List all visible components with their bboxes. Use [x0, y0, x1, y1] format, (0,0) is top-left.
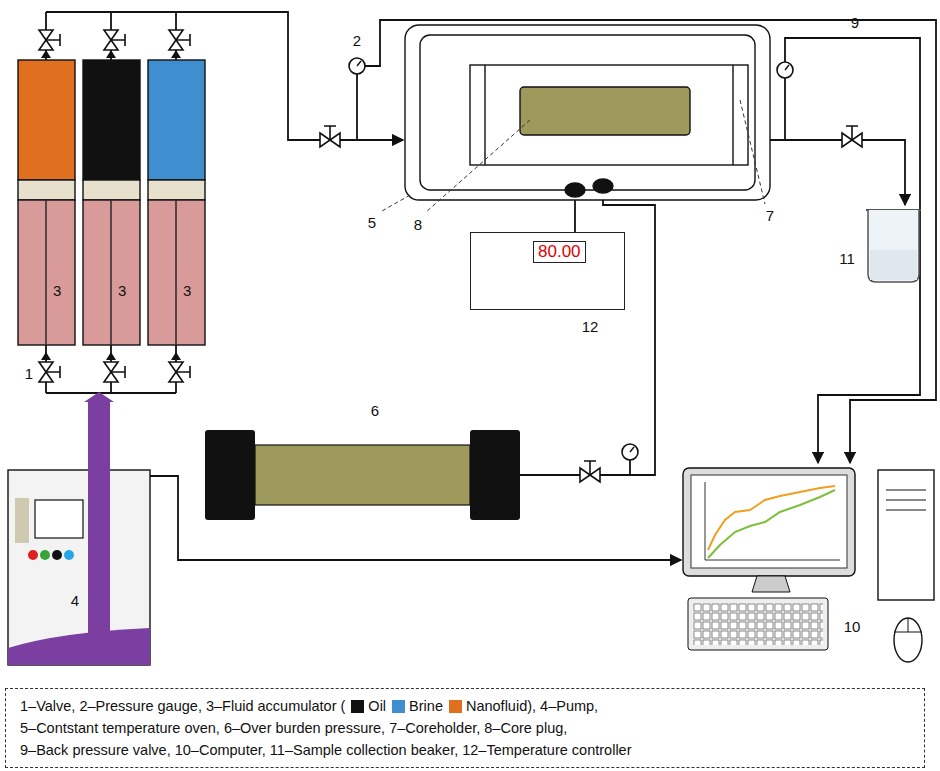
legend-swatch — [392, 700, 405, 713]
callout-number: 3 — [53, 282, 61, 299]
callout-number: 9 — [851, 14, 859, 31]
legend-text: Oil — [368, 695, 386, 717]
temperature-display: 80.00 — [533, 241, 586, 263]
computer — [683, 468, 934, 662]
callout-number: 11 — [839, 250, 855, 267]
callout-number: 8 — [414, 216, 422, 233]
overburden-cell — [205, 430, 520, 520]
callout-number: 10 — [844, 618, 861, 635]
legend-box: 1–Valve, 2–Pressure gauge, 3–Fluid accum… — [5, 688, 925, 768]
fluid-accumulators — [18, 60, 205, 345]
legend-text: Nanofluid — [466, 695, 527, 717]
temperature-controller: 80.00 — [470, 232, 625, 310]
constant-temperature-oven — [405, 25, 770, 200]
fluid-accumulator: 3 — [148, 60, 205, 345]
callout-number: 12 — [582, 318, 599, 335]
legend-text: 1–Valve, 2–Pressure gauge, 3–Fluid accum… — [20, 695, 345, 717]
callout-number: 1 — [25, 365, 33, 382]
fluid-accumulator: 3 — [18, 60, 75, 345]
pump — [8, 392, 150, 665]
callout-number: 3 — [183, 282, 191, 299]
callout-number: 4 — [71, 592, 79, 609]
callout-number: 3 — [118, 282, 126, 299]
sample-beaker — [866, 210, 921, 282]
fluid-accumulator: 3 — [83, 60, 140, 345]
legend-swatch — [351, 700, 364, 713]
legend-text: 9–Back pressure valve, 10–Computer, 11–S… — [20, 739, 632, 761]
legend-swatch — [449, 700, 462, 713]
callout-number: 7 — [766, 207, 774, 224]
legend-text: Brine — [409, 695, 443, 717]
callout-number: 6 — [371, 402, 379, 419]
legend-text: 5–Contstant temperature oven, 6–Over bur… — [20, 717, 567, 739]
legend-text: ), 4–Pump, — [527, 695, 598, 717]
callout-number: 5 — [368, 214, 376, 231]
leader-lines — [382, 100, 765, 212]
callout-number: 2 — [353, 32, 361, 49]
